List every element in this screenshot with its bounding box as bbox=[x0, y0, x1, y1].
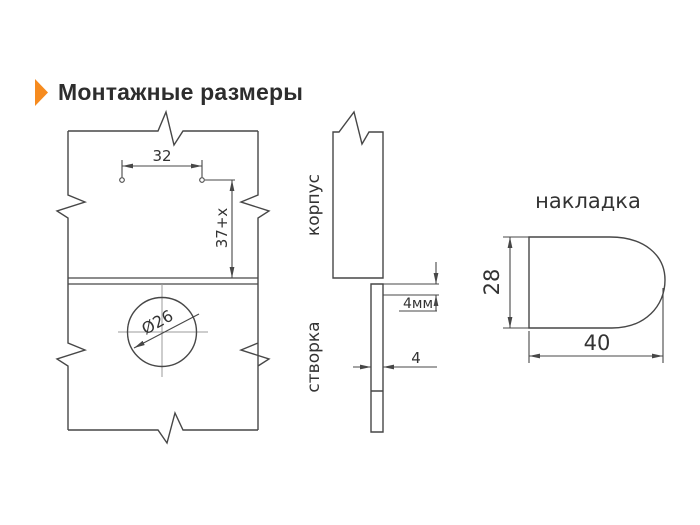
dim-gap-text: 4мм bbox=[403, 296, 433, 312]
dim-cup-diameter: Ø26 bbox=[138, 306, 176, 339]
dim-gap: 4мм bbox=[383, 262, 439, 312]
section-title: Монтажные размеры bbox=[35, 79, 303, 106]
dim-door-thickness: 4 bbox=[353, 349, 437, 370]
panel-edge-lines bbox=[68, 277, 258, 285]
cup-circle bbox=[126, 296, 198, 368]
front-view-outline bbox=[55, 109, 271, 445]
side-view: корпус створка 4мм 4 bbox=[304, 110, 439, 433]
dim-overlay-width: 40 bbox=[528, 288, 664, 363]
front-view: Ø26 32 37+x bbox=[55, 109, 271, 445]
dim-overlay-width-text: 40 bbox=[584, 331, 611, 355]
overlay-shape bbox=[528, 236, 666, 329]
dim-vertical-offset-text: 37+x bbox=[213, 208, 231, 249]
cup-diameter-leader bbox=[133, 313, 200, 349]
dim-hole-spacing-text: 32 bbox=[152, 147, 171, 165]
overlay-view: накладка 28 40 bbox=[480, 189, 666, 363]
page-title: Монтажные размеры bbox=[58, 79, 304, 105]
dim-overlay-height: 28 bbox=[480, 236, 529, 329]
ext-lines-28 bbox=[503, 236, 529, 329]
label-cabinet: корпус bbox=[304, 174, 324, 236]
hinge-cup: Ø26 bbox=[118, 284, 208, 377]
screw-hole-right bbox=[199, 177, 205, 183]
cabinet-body-outline bbox=[332, 110, 384, 279]
door-leaf-outline bbox=[370, 283, 384, 433]
label-door: створка bbox=[304, 321, 324, 392]
ext-lines-32 bbox=[121, 160, 203, 177]
ext-lines-4mm bbox=[383, 283, 439, 296]
dim-overlay-height-text: 28 bbox=[480, 269, 504, 296]
dim-vertical-offset: 37+x bbox=[205, 179, 235, 278]
dim-hole-spacing: 32 bbox=[119, 147, 205, 183]
dim-door-thickness-text: 4 bbox=[411, 349, 421, 367]
label-overlay: накладка bbox=[535, 189, 641, 213]
screw-hole-left bbox=[119, 177, 125, 183]
